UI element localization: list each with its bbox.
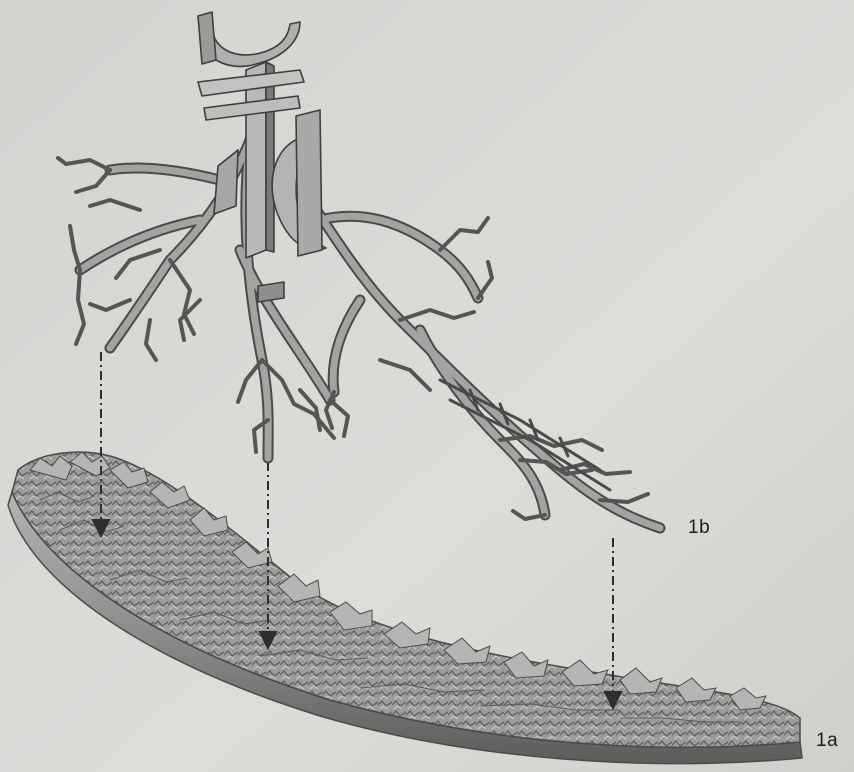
emblem-upper-stem bbox=[198, 12, 216, 64]
emblem-vertical-bar bbox=[246, 62, 266, 258]
emblem-base-block bbox=[258, 282, 284, 302]
emblem-vertical-bar-side bbox=[266, 62, 274, 252]
emblem-right-panel bbox=[296, 110, 322, 256]
callout-label-1a: 1a bbox=[816, 730, 838, 752]
callout-label-1b: 1b bbox=[688, 517, 710, 539]
